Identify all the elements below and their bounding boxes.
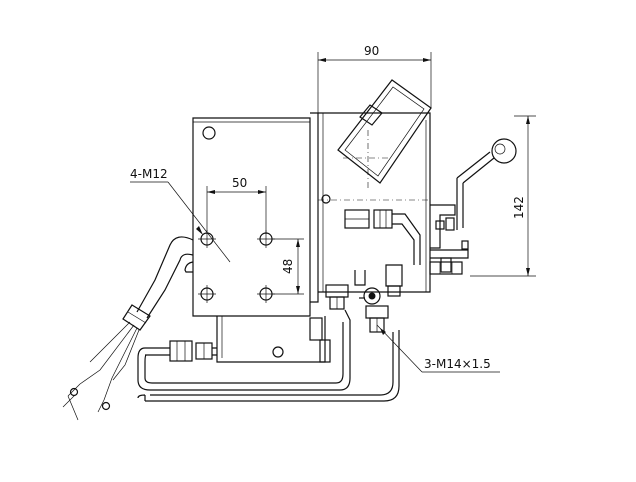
lower-fittings (325, 264, 403, 333)
port-spec-label: 3-M14×1.5 (424, 357, 491, 371)
cable (62, 236, 194, 421)
dimension-90: 90 (317, 44, 432, 113)
mounting-plate (192, 117, 311, 317)
dimension-label-48: 48 (281, 259, 295, 274)
dimension-label-142: 142 (512, 196, 526, 219)
valve-body (310, 112, 431, 303)
dimension-48: 48 (272, 238, 304, 295)
top-valve-block (337, 79, 432, 190)
bolt-hole (198, 285, 216, 303)
callout-bolt-spec: 4-M12 (130, 167, 231, 263)
side-fitting (344, 209, 421, 265)
lower-bracket (216, 316, 331, 363)
bolt-spec-label: 4-M12 (130, 167, 168, 181)
dimension-label-90: 90 (364, 44, 379, 58)
dimension-label-50: 50 (232, 176, 247, 190)
pipes (137, 309, 400, 402)
dimension-50: 50 (206, 176, 267, 234)
linkage (429, 204, 469, 275)
callout-port-spec: 3-M14×1.5 (376, 324, 500, 373)
bolt-holes (198, 230, 275, 303)
lever-handle (456, 138, 517, 230)
dimension-142: 142 (470, 115, 536, 277)
